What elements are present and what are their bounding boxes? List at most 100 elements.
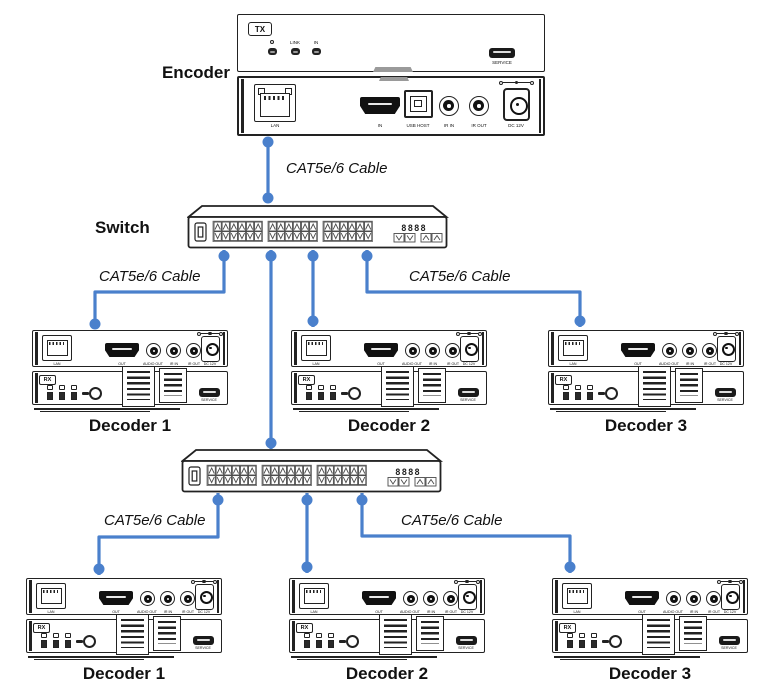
decoder-label: Decoder 2 <box>347 416 431 435</box>
power-inlet-icon <box>194 222 207 242</box>
audio-out-jack-icon <box>662 343 677 358</box>
hdmi-in-icon <box>360 97 400 114</box>
ir-in-jack-icon <box>166 343 181 358</box>
ir-out-label: IR OUT <box>703 361 717 366</box>
ir-out-jack-icon <box>445 343 460 358</box>
ir-out-label: IR OUT <box>187 361 201 366</box>
audio-out-label: AUDIO OUT <box>402 361 422 366</box>
switch-top-face <box>185 205 450 218</box>
power-inlet-pin <box>197 226 204 238</box>
dc-power-jack-icon <box>201 336 220 362</box>
volume-knob-icon <box>348 387 361 400</box>
service-port-icon <box>456 636 477 645</box>
switch-label: Switch <box>95 218 150 237</box>
decoder-port-panel: LAN OUT AUDIO OUT IR IN IR OUT D <box>552 578 748 615</box>
panel-wall <box>292 621 295 651</box>
audio-out-jack-icon <box>666 591 681 606</box>
port-grid <box>207 465 367 486</box>
lan-label: LAN <box>573 609 581 614</box>
status-led-icon <box>562 385 570 400</box>
service-port-icon <box>458 388 479 397</box>
panel-wall <box>481 332 484 365</box>
dc-polarity-icon <box>499 80 534 85</box>
dc-label: DC 12V <box>508 123 524 128</box>
ir-out-jack-icon <box>180 591 195 606</box>
service-label: SERVICE <box>492 60 512 65</box>
decoder-label: Decoder 2 <box>345 664 429 683</box>
decoder-port-panel: LAN OUT AUDIO OUT IR IN IR OUT D <box>291 330 487 367</box>
status-led-icon <box>590 633 598 648</box>
rx-badge: RX <box>555 375 572 385</box>
status-led-icon <box>40 633 48 648</box>
dc-polarity-icon <box>191 579 217 584</box>
decoder-device: LAN OUT AUDIO OUT IR IN IR OUT D <box>548 330 744 442</box>
volume-knob-icon <box>89 387 102 400</box>
status-led-icon <box>305 385 313 400</box>
lan-port-icon <box>42 335 72 361</box>
knob-stem <box>341 392 348 395</box>
port-bank-outline <box>267 220 318 243</box>
cat-output-port-icon <box>679 616 707 651</box>
led-display: 8888 <box>395 468 421 478</box>
panel-wall <box>555 580 558 613</box>
usb-host-port-icon <box>404 90 433 118</box>
port-bank-outline <box>261 464 312 487</box>
rx-badge: RX <box>559 623 576 633</box>
cat-output-port-icon <box>642 614 675 655</box>
cables <box>93 137 582 575</box>
ir-in-label: IR IN <box>689 609 699 614</box>
decoder-port-panel: LAN OUT AUDIO OUT IR IN IR OUT D <box>548 330 744 367</box>
chassis-notch <box>379 77 409 81</box>
cat-output-port-icon <box>122 366 155 407</box>
rx-badge: RX <box>33 623 50 633</box>
panel-wall <box>555 621 558 651</box>
dc-label: DC 12V <box>460 609 474 614</box>
panel-wall <box>538 79 541 133</box>
service-label: SERVICE <box>458 646 474 650</box>
base-line <box>550 408 696 410</box>
rx-badge: RX <box>296 623 313 633</box>
rx-badge: RX <box>39 375 56 385</box>
knob-stem <box>76 640 83 643</box>
encoder-front-panel: LAN IN USB HOST IR IN IR OUT DC 12V <box>237 76 545 136</box>
hdmi-out-label: OUT <box>638 609 646 614</box>
ir-in-label: IR IN <box>163 609 173 614</box>
base-line <box>34 659 144 661</box>
cable-switch1-decoder1 <box>93 250 226 328</box>
hdmi-out-icon <box>621 343 655 357</box>
dc-power-jack-icon <box>503 88 530 121</box>
hdmi-out-label: OUT <box>634 361 642 366</box>
status-led-icon <box>46 385 54 400</box>
chassis-notch <box>373 67 413 72</box>
status-led-icon <box>303 633 311 648</box>
decoder-port-panel: LAN OUT AUDIO OUT IR IN IR OUT D <box>26 578 222 615</box>
lan-port-icon <box>254 84 296 122</box>
service-label: SERVICE <box>201 398 217 402</box>
in-led-icon <box>311 48 321 55</box>
service-port-icon <box>719 636 740 645</box>
panel-wall <box>294 373 297 403</box>
dc-label: DC 12V <box>197 609 211 614</box>
cable-switch1-decoder3 <box>365 250 582 327</box>
ir-out-jack-icon <box>469 96 489 116</box>
hdmi-out-icon <box>105 343 139 357</box>
decoder-port-panel: LAN OUT AUDIO OUT IR IN IR OUT D <box>32 330 228 367</box>
lan-label: LAN <box>312 361 320 366</box>
hdmi-out-icon <box>625 591 659 605</box>
dc-power-jack-icon <box>195 584 214 610</box>
dc-polarity-icon <box>717 579 743 584</box>
dc-label: DC 12V <box>462 361 476 366</box>
dc-power-jack-icon <box>460 336 479 362</box>
panel-wall <box>241 79 244 133</box>
hdmi-out-icon <box>99 591 133 605</box>
knob-stem <box>82 392 89 395</box>
cat-output-port-icon <box>381 366 414 407</box>
audio-out-jack-icon <box>140 591 155 606</box>
led-display: 8888 <box>401 224 427 234</box>
base-line <box>34 408 180 410</box>
decoder-port-panel: LAN OUT AUDIO OUT IR IN IR OUT D <box>289 578 485 615</box>
volume-knob-icon <box>605 387 618 400</box>
knob-stem <box>598 392 605 395</box>
service-port-icon <box>489 48 515 58</box>
